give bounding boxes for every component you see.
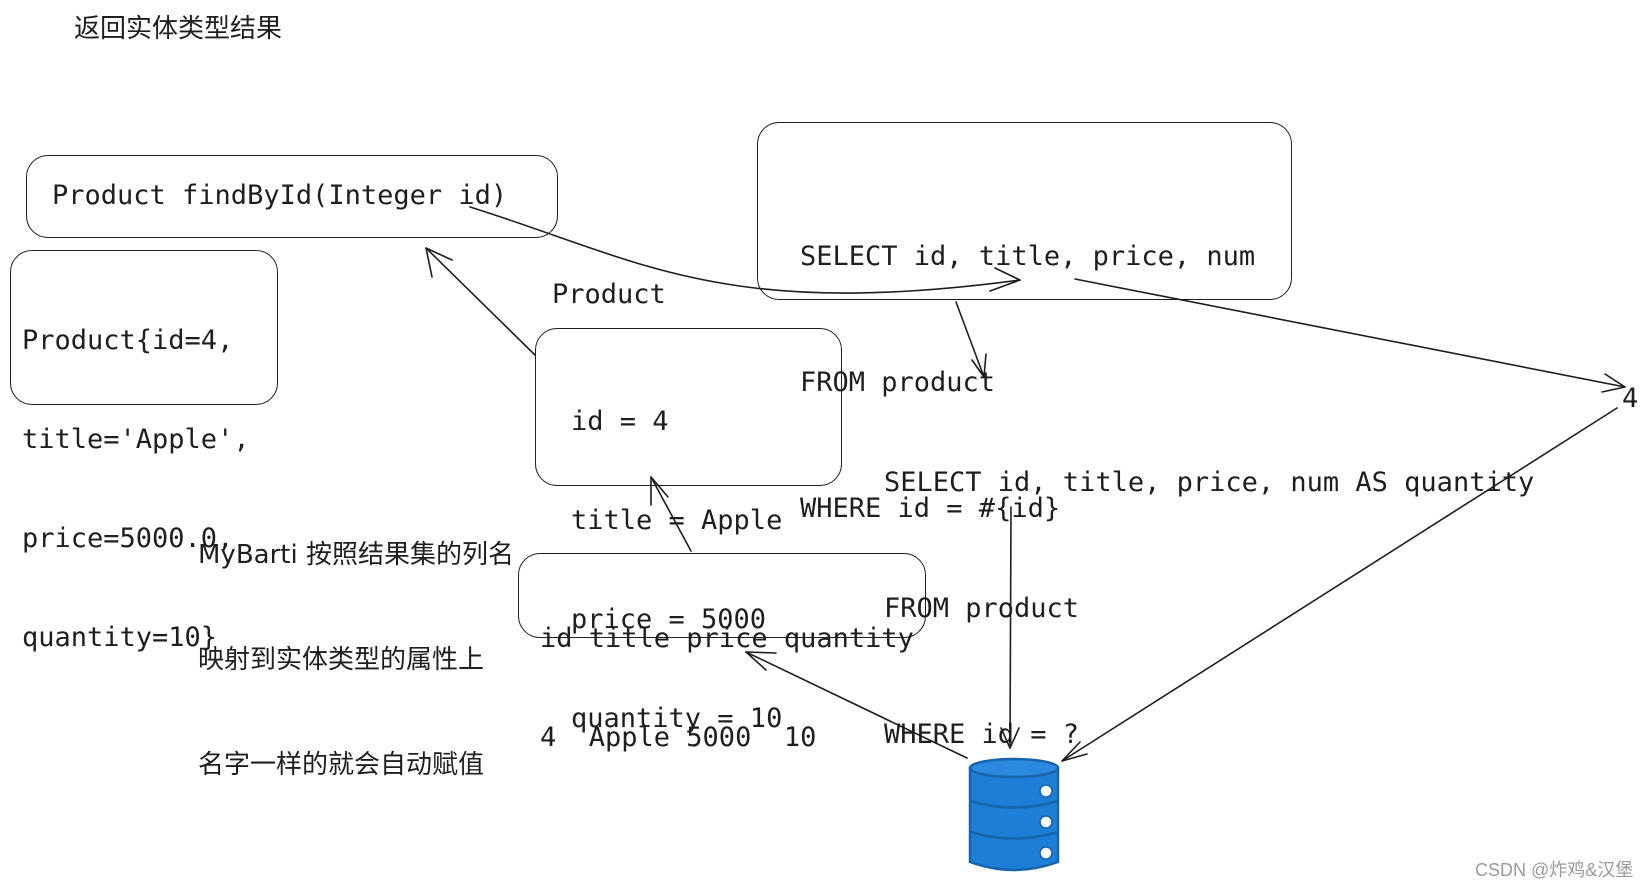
prepared-sql-line: WHERE id = ? — [884, 719, 1080, 750]
param-to-value-arrowhead — [1601, 373, 1626, 393]
table-to-object-arrow — [650, 476, 692, 552]
db-to-table-arrow — [745, 651, 968, 759]
object-to-method-arrowhead — [425, 247, 453, 278]
sql-to-prepared-arrowhead — [971, 353, 987, 378]
product-label: Product — [552, 279, 666, 310]
result-set-row: 4 Apple 5000 10 — [540, 722, 817, 753]
note-line: 名字一样的就会自动赋值 — [198, 750, 485, 780]
method-signature-box — [26, 155, 558, 238]
tostring-line: Product{id=4, — [22, 325, 234, 356]
db-to-table-arrowhead — [745, 651, 777, 671]
param-to-value-arrow — [1074, 278, 1626, 388]
object-field: title = Apple — [571, 505, 783, 536]
result-set-box — [518, 553, 926, 638]
sql-line: FROM product — [800, 367, 996, 398]
method-signature-text: Product findById(Integer id) — [52, 180, 508, 211]
tostring-text: Product{id=4, title='Apple', price=5000.… — [22, 258, 250, 687]
param-curve-arrowhead — [989, 267, 1021, 292]
object-field: price = 5000 — [571, 604, 767, 635]
note-line: MyBarti 按照结果集的列名 — [198, 540, 514, 570]
prepared-to-db-arrow — [1009, 506, 1012, 749]
object-field: id = 4 — [571, 406, 669, 437]
tostring-line: title='Apple', — [22, 424, 250, 455]
note-line: 映射到实体类型的属性上 — [198, 645, 485, 675]
value-to-db-arrow — [1061, 407, 1618, 762]
page-title: 返回实体类型结果 — [74, 14, 283, 44]
tostring-line: quantity=10} — [22, 622, 218, 653]
database-icon — [968, 757, 1060, 872]
sql-line: WHERE id = #{id} — [800, 493, 1061, 524]
sql-to-prepared-arrow — [955, 301, 985, 378]
product-object-box — [535, 328, 842, 486]
product-object-text: id = 4 title = Apple price = 5000 quanti… — [571, 339, 782, 768]
sql-mapper-box — [757, 122, 1292, 300]
table-to-object-arrowhead — [650, 476, 669, 506]
param-value: 4 — [1622, 383, 1639, 414]
prepared-sql-text: SELECT id, title, price, num AS quantity… — [884, 378, 1534, 798]
prepared-to-db-arrowhead — [1000, 727, 1020, 749]
prepared-sql-line: FROM product — [884, 593, 1080, 624]
mapping-note: MyBarti 按照结果集的列名 映射到实体类型的属性上 名字一样的就会自动赋值 — [198, 468, 514, 818]
sql-mapper-text: SELECT id, title, price, num FROM produc… — [800, 152, 1255, 572]
sql-line: SELECT id, title, price, num — [800, 241, 1256, 272]
tostring-box — [10, 250, 278, 405]
object-field: quantity = 10 — [571, 703, 783, 734]
tostring-line: price=5000.0, — [22, 523, 234, 554]
value-to-db-arrowhead — [1061, 741, 1088, 762]
result-set-header: id title price quantity — [540, 623, 914, 654]
object-to-method-arrow — [425, 247, 536, 356]
watermark: CSDN @炸鸡&汉堡 — [1475, 860, 1634, 880]
result-set-text: id title price quantity 4 Apple 5000 10 — [540, 556, 914, 787]
prepared-sql-line: SELECT id, title, price, num AS quantity — [884, 467, 1535, 498]
